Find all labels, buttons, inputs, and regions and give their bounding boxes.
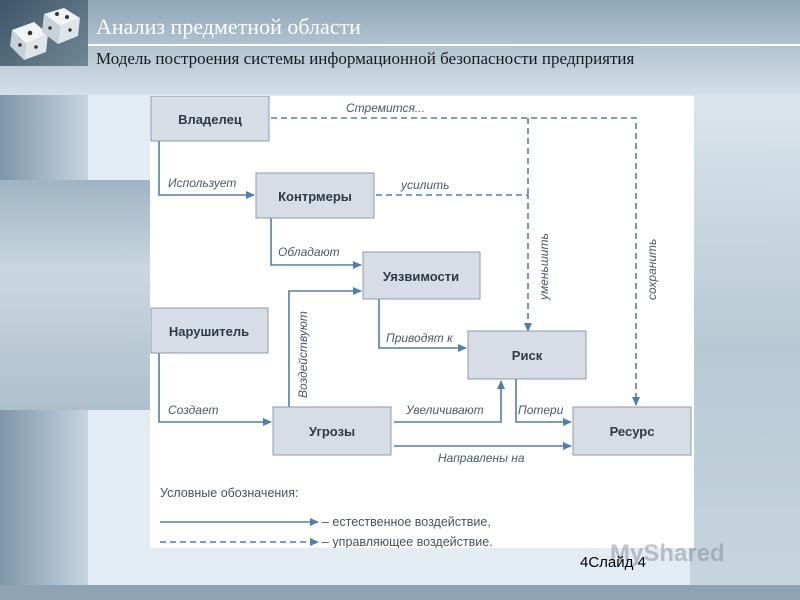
node-risk: Риск <box>467 330 587 380</box>
svg-text:Владелец: Владелец <box>178 112 242 127</box>
legend-natural: – естественное воздействие, <box>322 515 491 529</box>
label-uses: Использует <box>168 176 236 190</box>
label-lead-to: Приводят к <box>386 331 454 345</box>
node-countermeasures: Контрмеры <box>255 172 375 219</box>
watermark-logo: MyShared <box>610 540 725 567</box>
header-divider <box>88 44 800 46</box>
dice-logo <box>0 0 88 66</box>
edge-countermeasures-vulnerabilities <box>270 218 362 269</box>
legend-title: Условные обозначения: <box>160 486 299 500</box>
label-directed-at: Направлены на <box>438 451 525 465</box>
svg-text:Угрозы: Угрозы <box>309 424 355 439</box>
node-vulnerabilities: Уязвимости <box>362 251 481 300</box>
svg-text:Контрмеры: Контрмеры <box>278 189 352 204</box>
slide-subtitle: Модель построения системы информационной… <box>96 49 635 68</box>
label-strengthen: усилить <box>400 178 449 192</box>
slide-number: 4Слайд 4 <box>580 554 646 571</box>
svg-text:Уязвимости: Уязвимости <box>383 269 459 284</box>
legend-control: – управляющее воздействие. <box>322 535 493 548</box>
edge-countermeasures-risk <box>376 194 532 332</box>
node-intruder: Нарушитель <box>150 307 269 354</box>
edge-threats-vulnerabilities <box>288 287 362 407</box>
security-model-diagram: Владелец Контрмеры Уязвимости Нарушитель… <box>150 95 694 549</box>
edge-intruder-threats <box>158 353 272 426</box>
edge-owner-strives <box>271 117 640 406</box>
die-right-icon <box>42 8 80 44</box>
label-possess: Обладают <box>278 245 340 259</box>
edge-risk-resource <box>515 379 572 426</box>
label-increase: Увеличивают <box>405 403 484 417</box>
label-reduce: уменьшить <box>537 233 551 301</box>
svg-text:Нарушитель: Нарушитель <box>169 324 249 339</box>
slide-header <box>0 0 800 95</box>
label-preserve: сохранить <box>645 239 659 300</box>
node-resource: Ресурс <box>572 406 692 456</box>
bottom-background-strip <box>0 585 800 600</box>
label-creates: Создает <box>168 403 219 417</box>
edge-owner-countermeasures <box>158 141 255 199</box>
node-owner: Владелец <box>150 95 270 142</box>
right-background-strip <box>690 95 800 600</box>
slide-title: Анализ предметной области <box>96 14 361 39</box>
label-losses: Потери <box>518 403 564 417</box>
label-strives: Стремится... <box>346 101 425 115</box>
edge-vulnerabilities-risk <box>378 299 467 352</box>
svg-text:Риск: Риск <box>512 348 543 363</box>
svg-text:Ресурс: Ресурс <box>610 424 655 439</box>
edge-threats-risk <box>394 380 505 423</box>
label-affect: Воздействуют <box>296 311 310 398</box>
node-threats: Угрозы <box>272 406 392 456</box>
die-left-icon <box>10 22 48 60</box>
